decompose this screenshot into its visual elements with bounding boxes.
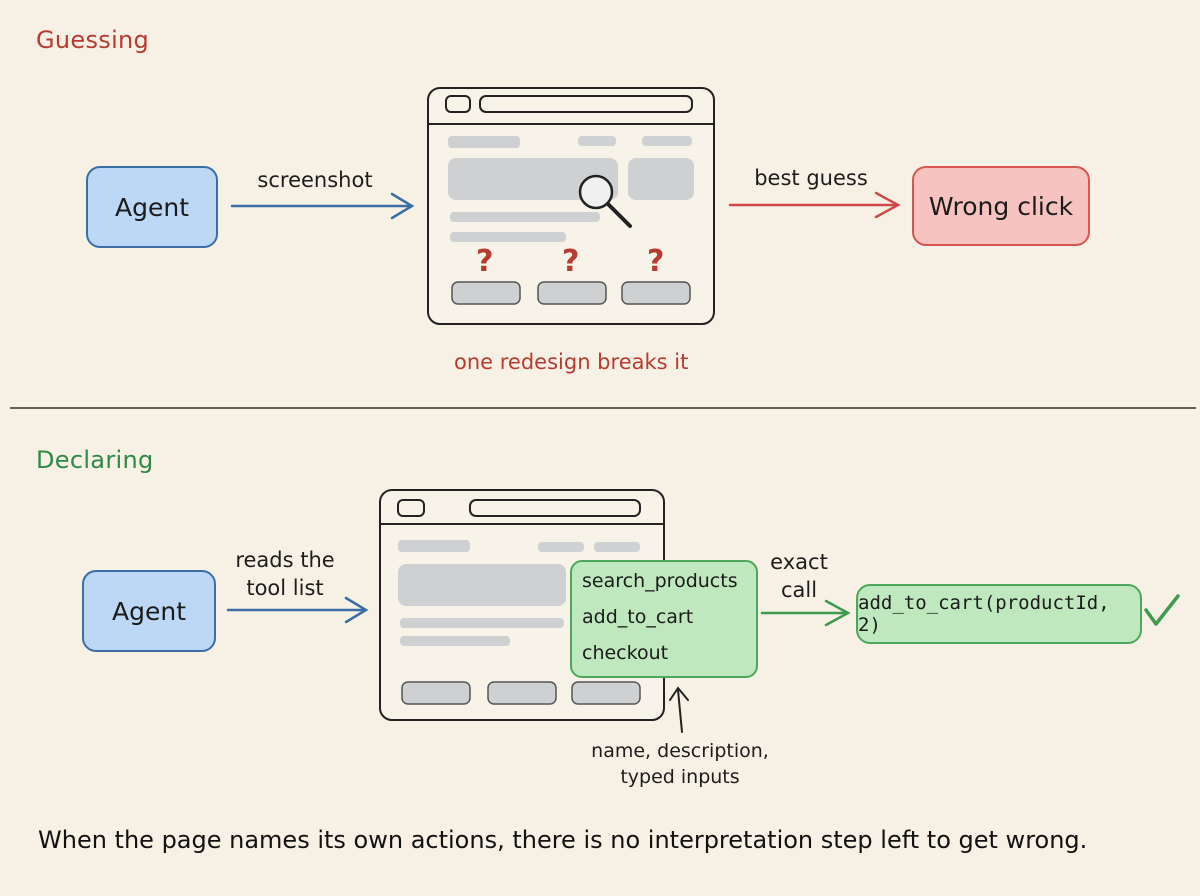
placeholder-blocks-bottom <box>398 540 640 646</box>
edge-label-exact-line2: call <box>780 578 818 602</box>
guessing-title: Guessing <box>36 26 150 54</box>
check-mark-icon <box>1144 594 1180 626</box>
placeholder-blocks-top <box>448 136 694 242</box>
arrow-reads <box>226 596 369 624</box>
agent-node-top: Agent <box>86 166 218 248</box>
edge-label-exact-call: exact call <box>752 548 846 604</box>
arrow-exact <box>760 599 851 627</box>
tool-checkout: checkout <box>582 642 669 664</box>
tool-add-to-cart: add_to_cart <box>582 606 694 628</box>
edge-label-exact-line1: exact <box>770 550 828 574</box>
exact-call-node: add_to_cart(productId, 2) <box>856 584 1142 644</box>
question-mark-1: ? <box>476 244 494 279</box>
declaring-title: Declaring <box>36 446 154 474</box>
edge-label-reads-line2: tool list <box>246 576 324 600</box>
agent-label: Agent <box>115 192 189 222</box>
agent-node-bottom: Agent <box>82 570 216 652</box>
wrong-click-node: Wrong click <box>912 166 1090 246</box>
magnifier-icon <box>578 174 632 228</box>
edge-label-screenshot: screenshot <box>257 168 373 192</box>
tool-metadata-note: name, description, typed inputs <box>560 738 800 790</box>
edge-label-reads-line1: reads the <box>235 548 335 572</box>
tool-metadata-note-line1: name, description, <box>591 740 769 762</box>
agent-label: Agent <box>112 596 186 626</box>
pointer-arrow <box>669 686 689 733</box>
edge-label-reads: reads the tool list <box>212 546 358 602</box>
redesign-caption: one redesign breaks it <box>454 350 689 374</box>
arrow-screenshot <box>230 192 415 220</box>
exact-call-label: add_to_cart(productId, 2) <box>858 592 1110 636</box>
button-placeholders-bottom <box>401 681 641 705</box>
tool-list-panel: search_products add_to_cart checkout <box>570 560 758 678</box>
arrow-best-guess <box>728 191 901 219</box>
edge-label-best-guess: best guess <box>754 166 868 190</box>
button-placeholders-top <box>451 281 691 305</box>
question-mark-3: ? <box>647 244 665 279</box>
tool-search-products: search_products <box>582 570 738 592</box>
wrong-click-label: Wrong click <box>928 191 1074 221</box>
footer-statement: When the page names its own actions, the… <box>38 826 1088 854</box>
question-mark-2: ? <box>562 244 580 279</box>
tool-metadata-note-line2: typed inputs <box>620 766 740 788</box>
